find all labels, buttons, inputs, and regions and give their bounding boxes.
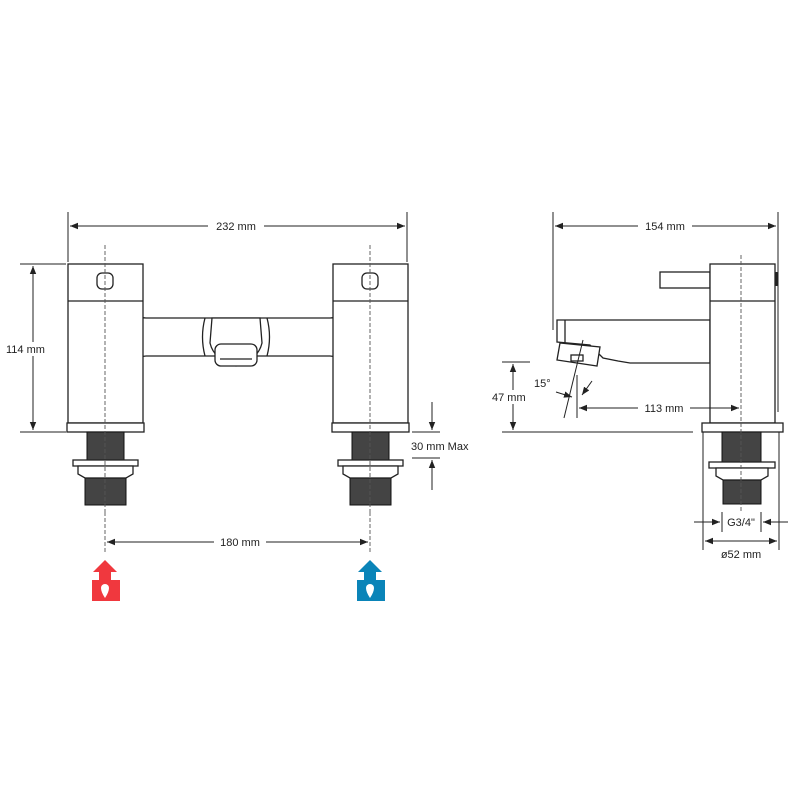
depth-dimension: 154 mm — [645, 221, 685, 233]
base-diameter-dimension: ø52 mm — [721, 549, 761, 561]
lever-handle — [659, 271, 711, 289]
cold-tap-body — [331, 245, 410, 512]
hot-tap-body — [66, 245, 145, 512]
side-view: 154 mm 47 mm 15° 113 mm G3/4" ø52 mm — [490, 212, 788, 561]
spout-bridge — [133, 310, 343, 367]
thread-dimension: G3/4" — [727, 517, 755, 529]
spout-height-dimension: 47 mm — [492, 392, 526, 404]
height-dimension: 114 mm — [6, 344, 45, 356]
angle-dimension: 15° — [534, 378, 551, 390]
hot-water-inlet-icon — [92, 560, 120, 601]
centres-dimension: 180 mm — [220, 537, 260, 549]
front-view: 232 mm 114 mm 30 mm Max 180 mm — [5, 212, 469, 601]
deck-thickness-dimension: 30 mm Max — [411, 441, 469, 453]
width-dimension: 232 mm — [216, 221, 256, 233]
cold-water-inlet-icon — [357, 560, 385, 601]
projection-dimension: 113 mm — [645, 403, 684, 415]
